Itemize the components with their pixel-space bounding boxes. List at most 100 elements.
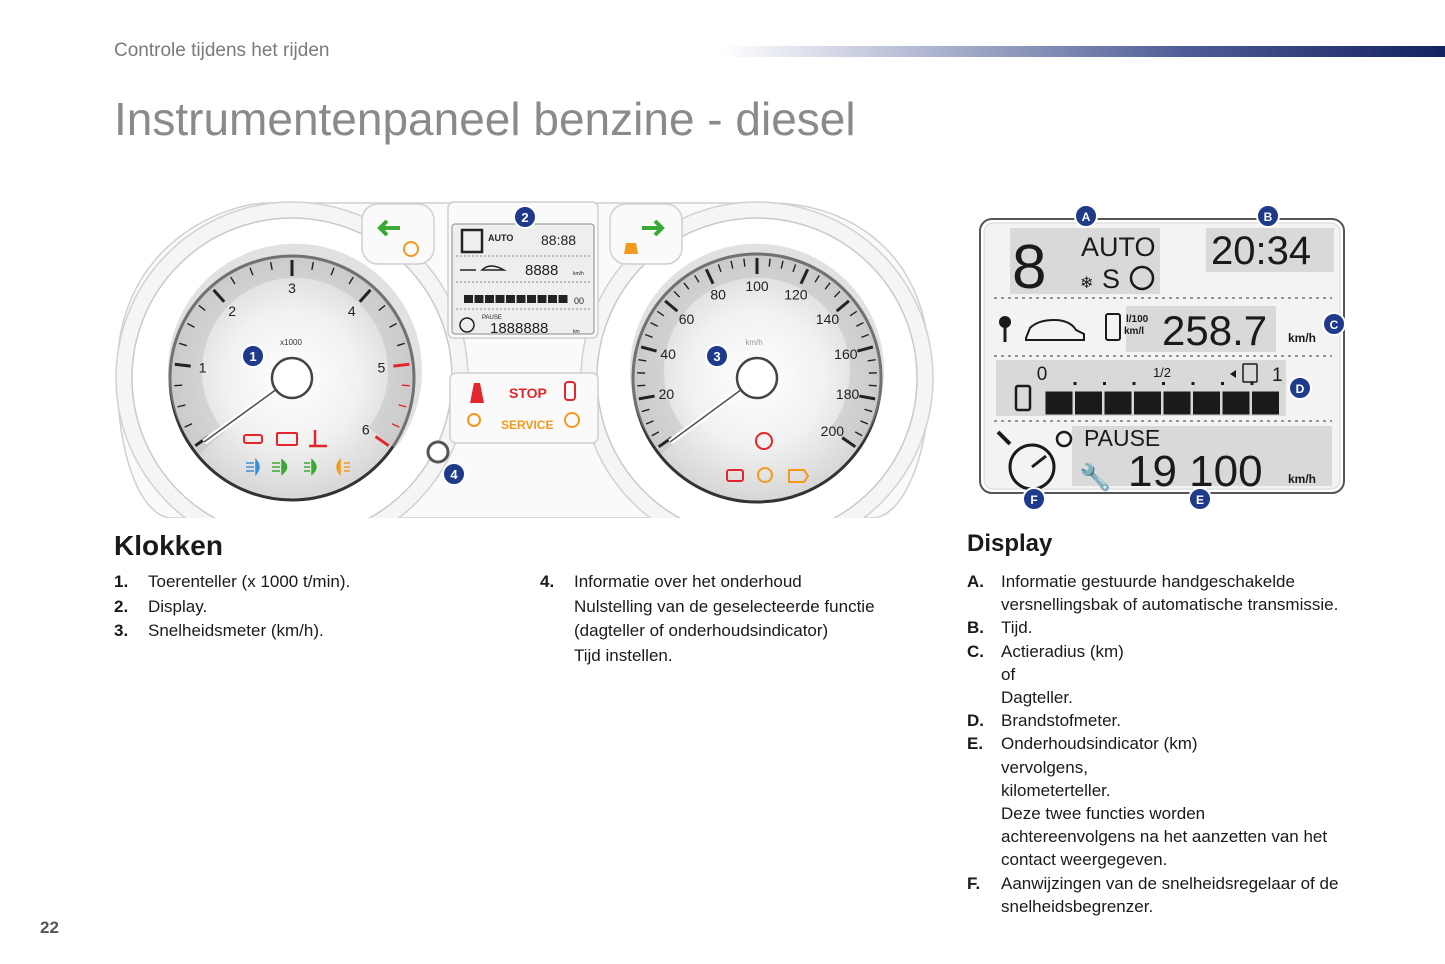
center-odo-unit: km <box>573 329 580 335</box>
sport-mode-label: S <box>1102 264 1120 294</box>
center-display: AUTO 88:88 8888 km/h 00 PAUSE 1888888 km <box>447 201 599 339</box>
item-letter: C. <box>967 641 984 661</box>
fuel-level-bar <box>1045 382 1279 415</box>
fuel-scale-dot <box>1221 382 1224 385</box>
fuel-full-label: 1 <box>1272 365 1283 386</box>
callout-e-label: E <box>1196 493 1204 507</box>
door-open-icon <box>564 381 576 401</box>
fuel-segment <box>1134 391 1161 415</box>
battery-icon <box>276 432 298 446</box>
speed-tick <box>849 310 858 317</box>
consumption-unit-1: l/100 <box>1126 314 1149 325</box>
rpm-tick <box>396 342 405 347</box>
center-fuel-segment <box>537 295 547 303</box>
speed-tick <box>694 275 700 283</box>
speed-tick <box>730 260 734 269</box>
service-key-icon <box>1055 430 1073 448</box>
coolant-temp-icon <box>309 430 327 448</box>
rpm-tick-label: 2 <box>228 303 236 319</box>
callout-1-label: 1 <box>249 349 256 364</box>
item-number: 2. <box>114 596 129 616</box>
display-list: A. Informatie gestuurde handgeschakelde v… <box>967 570 1397 918</box>
callout-a: A <box>1074 204 1098 228</box>
center-cruise-icon <box>459 317 475 333</box>
car-range-icon <box>1025 318 1085 341</box>
fuel-segment <box>1252 391 1279 415</box>
speed-tick <box>824 282 831 290</box>
rpm-tick-label: 5 <box>377 360 385 376</box>
rpm-tick <box>393 362 410 368</box>
esp-icon <box>624 243 638 254</box>
speed-tick <box>645 420 654 425</box>
speed-tick <box>868 384 877 387</box>
esp-off-icon <box>403 241 419 257</box>
page-title: Instrumentenpaneel benzine - diesel <box>114 93 856 145</box>
center-fuel-segment <box>548 295 557 303</box>
rpm-tick <box>401 384 410 387</box>
item-letter: F. <box>967 873 981 893</box>
rpm-tick <box>184 423 193 428</box>
speed-tick <box>640 345 657 353</box>
wrench-icon: 🔧 <box>1079 461 1111 492</box>
tach-warning-lamps <box>243 430 350 477</box>
callout-f: F <box>1022 487 1046 511</box>
fuel-scale-dot <box>1132 382 1136 385</box>
item-number: 1. <box>114 572 129 591</box>
fuel-gauge-icon <box>1014 384 1032 412</box>
list-item: F.Aanwijzingen van de snelheidsregelaar … <box>967 872 1397 918</box>
speed-tick-label: 120 <box>784 287 808 303</box>
section-label: Controle tijdens het rijden <box>114 40 330 61</box>
callout-3-label: 3 <box>713 349 720 364</box>
center-range-unit: km/h <box>573 271 584 277</box>
speed-tick-label: 40 <box>660 346 676 362</box>
speed-tick <box>780 260 784 269</box>
callout-3: 3 <box>705 344 729 368</box>
fuel-pump-icon <box>1105 313 1121 341</box>
item-letter: B. <box>967 618 984 638</box>
speed-tick <box>651 431 660 437</box>
speed-tick-label: 20 <box>659 386 675 402</box>
list-item: 2.Display. <box>114 595 494 620</box>
item-text: Onderhoudsindicator (km) vervolgens, kil… <box>1001 734 1328 870</box>
speed-tick <box>867 359 876 362</box>
center-pause: PAUSE <box>482 315 502 321</box>
item-text: Actieradius (km) of Dagteller. <box>1001 641 1124 708</box>
center-fuel-segment <box>495 295 505 303</box>
engine-check-icon <box>788 469 810 483</box>
airbag-fault-icon <box>564 412 580 428</box>
speed-tick <box>637 384 646 387</box>
front-fog-icon <box>304 458 317 476</box>
center-fuel-segment <box>464 295 473 303</box>
speedometer-ticks <box>637 258 877 449</box>
speed-tick <box>704 268 715 285</box>
fuel-scale-dot <box>1250 382 1254 385</box>
speed-tick-label: 140 <box>816 311 840 327</box>
fuel-segment <box>1163 391 1191 415</box>
engine-fault-icon <box>726 469 744 482</box>
reset-button[interactable] <box>426 440 450 464</box>
left-turn-pod <box>361 203 435 265</box>
fuel-segment <box>1222 391 1250 415</box>
item-letter: A. <box>967 572 984 591</box>
clock-time: 20:34 <box>1211 229 1311 273</box>
item-text: Tijd. <box>1001 618 1033 638</box>
rear-fog-icon <box>336 457 350 477</box>
fuel-scale-dot <box>1103 382 1106 385</box>
item-number: 4. <box>540 572 555 591</box>
rpm-tick <box>311 261 315 270</box>
klokken-heading: Klokken <box>114 530 223 561</box>
fuel-empty-label: 0 <box>1037 364 1048 385</box>
item-text: Informatie gestuurde handgeschakelde ver… <box>1001 572 1339 615</box>
rpm-tick <box>330 267 335 276</box>
speed-tick-label: 180 <box>836 386 860 402</box>
speed-tick <box>664 299 679 313</box>
rpm-tick <box>374 435 390 447</box>
item-number: 3. <box>114 621 129 640</box>
center-odometer: 1888888 <box>490 320 548 337</box>
callout-d-label: D <box>1296 382 1305 396</box>
header-decorative-bar <box>722 46 1445 57</box>
rpm-tick <box>348 276 354 285</box>
rpm-tick-label: 4 <box>348 303 356 319</box>
speed-unit-label: km/h <box>745 338 762 347</box>
